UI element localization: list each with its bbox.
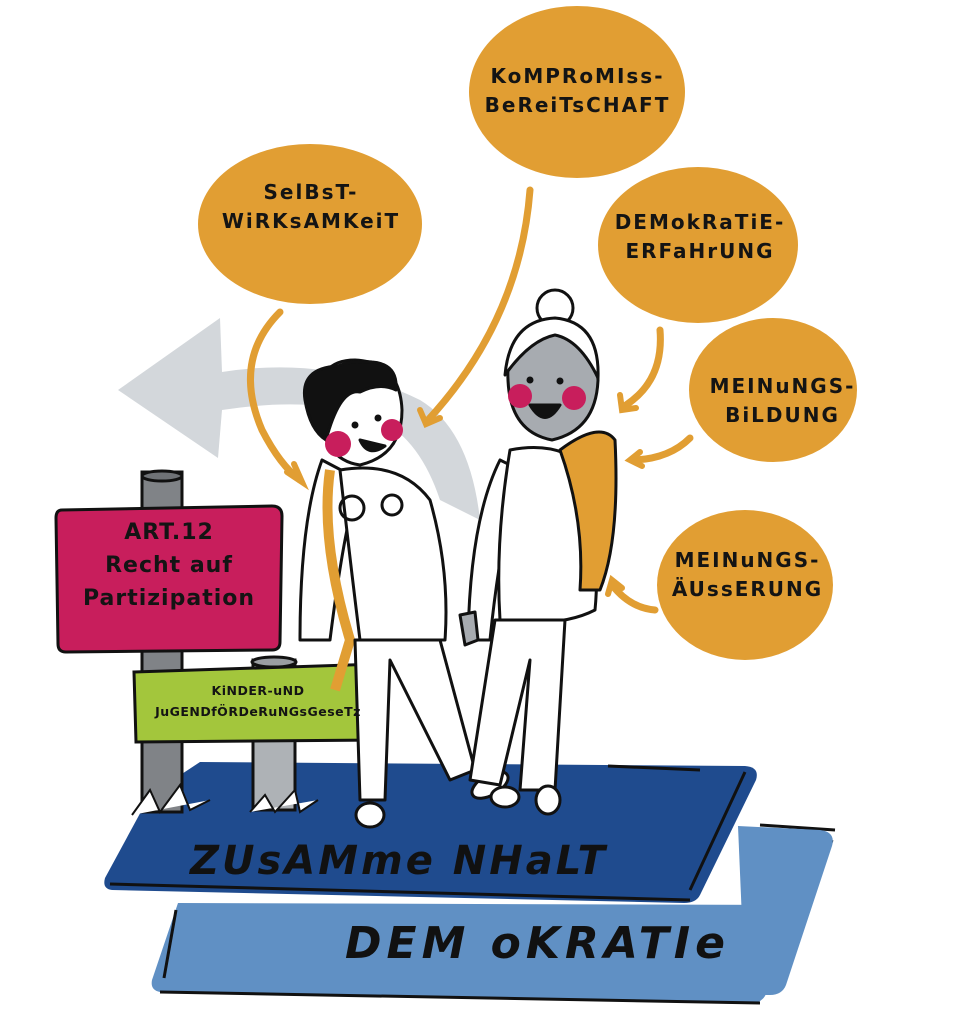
bubbles (198, 6, 857, 660)
sign-article-12 (54, 504, 284, 654)
sign-article-line-2: Recht auf (105, 553, 233, 578)
bubble-line-2: BiLDUNG (725, 403, 840, 427)
bubble-meinungsbildung: MEINuNGS- BiLDUNG (700, 372, 865, 430)
bubble-selbstwirksamkeit: SelBsT- WiRKsAMKeiT (206, 178, 416, 236)
bubble-line-1: MEINuNGS- (709, 374, 856, 398)
bubble-line-1: DEMokRaTiE- (614, 210, 786, 234)
bubble-line-2: ÄUssERUNG (671, 577, 824, 601)
bubble-kompromissbereitschaft: KoMPRoMIss- BeReiTsCHAFT (470, 62, 685, 120)
big-arrow-icon (118, 318, 480, 520)
bubble-line-2: ERFaHrUNG (625, 239, 775, 263)
platform-top-label: ZUsAMme NHaLT (190, 838, 608, 884)
sign-article-text: ART.12 Recht auf Partizipation (58, 516, 280, 615)
platform-bottom-label: DEM oKRATIe (345, 918, 730, 969)
bubble-line-1: SelBsT- (263, 180, 359, 204)
bubble-line-1: MEINuNGS- (674, 548, 821, 572)
sign-article-line-3: Partizipation (82, 586, 256, 611)
bubble-demokratieerfahrung: DEMokRaTiE- ERFaHrUNG (600, 208, 800, 266)
bubble-line-2: BeReiTsCHAFT (484, 93, 671, 117)
person-left (298, 358, 510, 829)
sign-law-text: KiNDER-uND JuGENDfÖRDeRuNGsGeseTz (136, 680, 380, 723)
platform-demokratie (151, 823, 836, 1005)
person-right (458, 288, 618, 816)
connector-arrows (247, 186, 694, 614)
sign-law-line-1: KiNDER-uND (211, 683, 305, 698)
sign-article-line-1: ART.12 (124, 520, 214, 545)
bubble-meinungsaeusserung: MEINuNGS- ÄUssERUNG (660, 546, 835, 604)
sign-law-line-2: JuGENDfÖRDeRuNGsGeseTz (155, 704, 361, 720)
bubble-line-2: WiRKsAMKeiT (221, 209, 401, 233)
bubble-line-1: KoMPRoMIss- (490, 64, 665, 88)
